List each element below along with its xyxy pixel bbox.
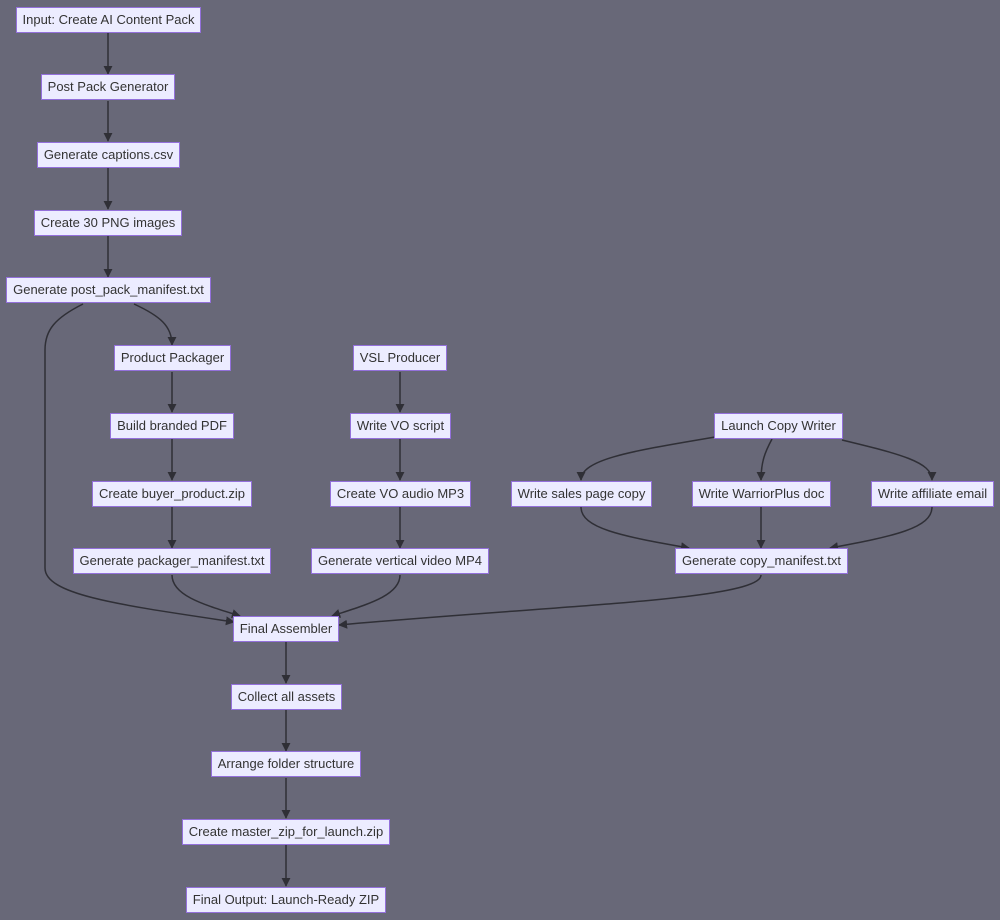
node-write-vo-script: Write VO script	[350, 413, 451, 439]
edge-launch-copy-writer-to-affiliate-email	[841, 439, 937, 481]
edge-packager-manifest-to-final-assembler	[171, 574, 241, 618]
node-create-png-images: Create 30 PNG images	[34, 210, 182, 236]
edge-launch-copy-writer-to-warriorplus	[756, 438, 773, 481]
node-sales-page-copy: Write sales page copy	[511, 481, 652, 507]
node-buyer-product-zip: Create buyer_product.zip	[92, 481, 252, 507]
edge-launch-copy-writer-to-sales-page	[576, 436, 716, 481]
node-launch-copy-writer: Launch Copy Writer	[714, 413, 843, 439]
node-master-zip: Create master_zip_for_launch.zip	[182, 819, 390, 845]
node-vertical-video-mp4: Generate vertical video MP4	[311, 548, 489, 574]
edge-vertical-video-to-final-assembler	[331, 574, 401, 618]
node-packager-manifest: Generate packager_manifest.txt	[73, 548, 271, 574]
edge-affiliate-email-to-copy-manifest	[829, 506, 933, 551]
edge-copy-manifest-to-final-assembler	[338, 574, 762, 629]
node-input: Input: Create AI Content Pack	[16, 7, 201, 33]
node-affiliate-email: Write affiliate email	[871, 481, 994, 507]
node-vsl-producer: VSL Producer	[353, 345, 447, 371]
node-build-branded-pdf: Build branded PDF	[110, 413, 234, 439]
edge-post-pack-manifest-to-final-assembler	[44, 303, 235, 626]
node-product-packager: Product Packager	[114, 345, 231, 371]
node-warriorplus-doc: Write WarriorPlus doc	[692, 481, 831, 507]
edge-sales-page-to-copy-manifest	[580, 506, 690, 552]
node-post-pack-manifest: Generate post_pack_manifest.txt	[6, 277, 211, 303]
node-arrange-folder-structure: Arrange folder structure	[211, 751, 361, 777]
edge-post-pack-manifest-to-product-packager	[133, 303, 177, 346]
node-collect-all-assets: Collect all assets	[231, 684, 342, 710]
node-post-pack-generator: Post Pack Generator	[41, 74, 175, 100]
node-final-assembler: Final Assembler	[233, 616, 339, 642]
node-vo-audio-mp3: Create VO audio MP3	[330, 481, 471, 507]
node-final-output: Final Output: Launch-Ready ZIP	[186, 887, 386, 913]
node-generate-captions: Generate captions.csv	[37, 142, 180, 168]
node-copy-manifest: Generate copy_manifest.txt	[675, 548, 848, 574]
